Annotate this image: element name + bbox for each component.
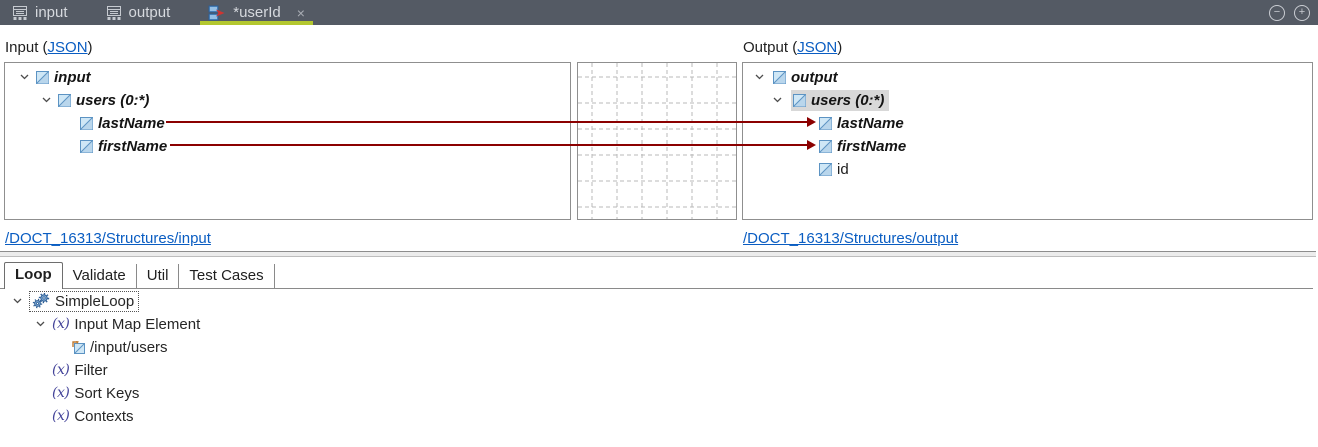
tab-loop[interactable]: Loop	[4, 262, 63, 289]
tree-item-label: firstName	[98, 137, 168, 155]
chevron-down-icon[interactable]	[769, 97, 786, 103]
field-icon	[819, 116, 832, 130]
tree-row-input-map-element[interactable]: (x) Input Map Element	[33, 313, 200, 335]
tree-row-users[interactable]: users (0:*)	[39, 89, 149, 111]
input-json-link[interactable]: JSON	[47, 39, 88, 56]
tree-row-contexts[interactable]: (x) Contexts	[33, 405, 134, 427]
tree-row-sort-keys[interactable]: (x) Sort Keys	[33, 382, 139, 404]
tree-item-label: SimpleLoop	[55, 292, 135, 310]
output-panel-title: Output (JSON)	[743, 39, 842, 56]
tree-row-lastname[interactable]: lastName	[61, 112, 165, 134]
tree-item-label: id	[837, 160, 849, 178]
output-structure-link[interactable]: /DOCT_16313/Structures/output	[743, 230, 959, 247]
tab-userid[interactable]: *userId ×	[200, 0, 313, 25]
input-title-text: Input (	[5, 39, 48, 56]
tree-item-label: Filter	[74, 361, 108, 379]
maximize-icon[interactable]: +	[1294, 4, 1310, 21]
tab-label: input	[35, 4, 68, 21]
input-title-close-paren: )	[87, 39, 93, 56]
output-title-text: Output (	[743, 39, 798, 56]
canvas-grid	[578, 63, 736, 219]
output-title-close-paren: )	[837, 39, 843, 56]
tree-item-label: Input Map Element	[74, 315, 201, 333]
tab-output[interactable]: output	[102, 0, 175, 25]
field-icon	[819, 162, 832, 176]
output-tree-panel: output users (0:*) lastName firstName id	[742, 62, 1313, 220]
tree-item-label: lastName	[98, 114, 165, 132]
tree-row-firstname[interactable]: firstName	[61, 135, 167, 157]
tree-item-label: users (0:*)	[76, 91, 150, 109]
structure-icon	[106, 5, 122, 21]
field-icon	[793, 93, 806, 107]
field-icon	[58, 93, 71, 107]
tree-item-label: /input/users	[90, 338, 168, 356]
input-structure-link[interactable]: /DOCT_16313/Structures/input	[5, 230, 211, 247]
tree-row-input[interactable]: input	[17, 66, 91, 88]
mapping-arrowhead	[807, 140, 816, 150]
input-panel-title: Input (JSON)	[5, 39, 93, 56]
field-icon	[36, 70, 49, 84]
expression-icon: (x)	[52, 408, 70, 424]
tab-label: output	[128, 4, 171, 21]
chevron-down-icon[interactable]	[10, 298, 24, 304]
view-controls: − +	[1269, 0, 1310, 25]
selected-row-highlight: users (0:*)	[791, 89, 890, 111]
mapping-arrowhead	[807, 117, 816, 127]
tree-item-label: users (0:*)	[811, 91, 885, 109]
tree-item-label: lastName	[837, 114, 904, 132]
tab-util[interactable]: Util	[137, 264, 180, 288]
mapping-icon	[208, 5, 226, 21]
tab-label: *userId	[233, 4, 281, 21]
tree-item-label: output	[791, 68, 838, 86]
tree-item-label: input	[54, 68, 91, 86]
close-icon[interactable]: ×	[296, 4, 305, 21]
field-icon	[80, 116, 93, 130]
tree-row-id[interactable]: id	[797, 158, 849, 180]
focus-outline: SimpleLoop	[29, 290, 140, 312]
tree-row-users[interactable]: users (0:*)	[769, 89, 890, 111]
field-icon	[80, 139, 93, 153]
mapping-line-firstname[interactable]	[170, 144, 807, 146]
tab-test-cases[interactable]: Test Cases	[179, 264, 275, 288]
tree-row-filter[interactable]: (x) Filter	[33, 359, 108, 381]
tree-row-simpleloop[interactable]: SimpleLoop	[10, 290, 140, 312]
tree-item-label: Sort Keys	[74, 384, 140, 402]
field-icon	[773, 70, 786, 84]
mapped-field-icon	[71, 340, 85, 354]
splitter-handle[interactable]	[0, 251, 1316, 257]
mapping-line-lastname[interactable]	[166, 121, 807, 123]
field-icon	[819, 139, 832, 153]
input-tree-panel: input users (0:*) lastName firstName	[4, 62, 571, 220]
output-json-link[interactable]: JSON	[797, 39, 838, 56]
tree-row-lastname[interactable]: lastName	[797, 112, 904, 134]
chevron-down-icon[interactable]	[39, 97, 53, 103]
mapping-canvas[interactable]	[577, 62, 737, 220]
tree-item-label: Contexts	[74, 407, 134, 425]
structure-icon	[12, 5, 28, 21]
expression-icon: (x)	[52, 316, 70, 332]
chevron-down-icon[interactable]	[33, 321, 47, 327]
gears-icon	[32, 293, 50, 309]
chevron-down-icon[interactable]	[17, 74, 31, 80]
editor-tab-bar: input output *userId × − +	[0, 0, 1318, 25]
tree-row-input-users-path[interactable]: /input/users	[52, 336, 168, 358]
chevron-down-icon[interactable]	[751, 74, 768, 80]
tree-item-label: firstName	[837, 137, 907, 155]
properties-tab-bar: Loop Validate Util Test Cases	[0, 262, 1313, 289]
expression-icon: (x)	[52, 385, 70, 401]
expression-icon: (x)	[52, 362, 70, 378]
minimize-icon[interactable]: −	[1269, 4, 1285, 21]
tab-validate[interactable]: Validate	[63, 264, 137, 288]
tab-input[interactable]: input	[8, 0, 72, 25]
tree-row-firstname[interactable]: firstName	[797, 135, 906, 157]
tree-row-output[interactable]: output	[751, 66, 838, 88]
